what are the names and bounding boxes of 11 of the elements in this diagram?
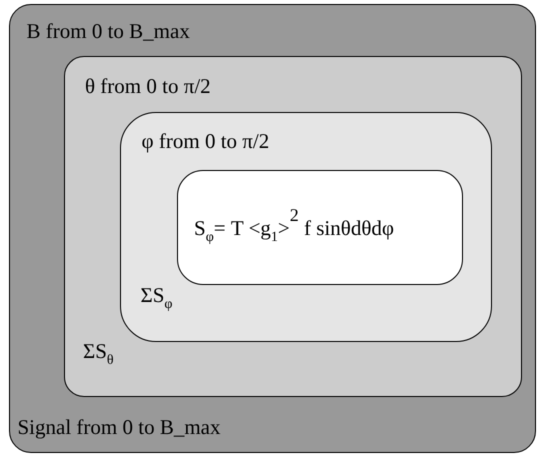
nested-region	[177, 170, 463, 285]
range-label: θ from 0 to π/2	[85, 76, 211, 97]
nested-region	[120, 112, 492, 342]
sum-label: ΣS$_{θ}$	[83, 341, 114, 368]
nested-region	[64, 56, 522, 397]
nested-region	[8, 4, 536, 452]
range-label: φ from 0 to π/2	[142, 130, 270, 152]
sum-label: Signal from 0 to B_max	[18, 416, 220, 438]
sum-label: ΣS$_{φ}$	[140, 284, 172, 312]
range-label: B from 0 to B_max	[26, 20, 190, 42]
formula: S$_{φ}$= T <g$_{1}$>$^{2}$ f sinθdθdφ	[194, 206, 394, 245]
